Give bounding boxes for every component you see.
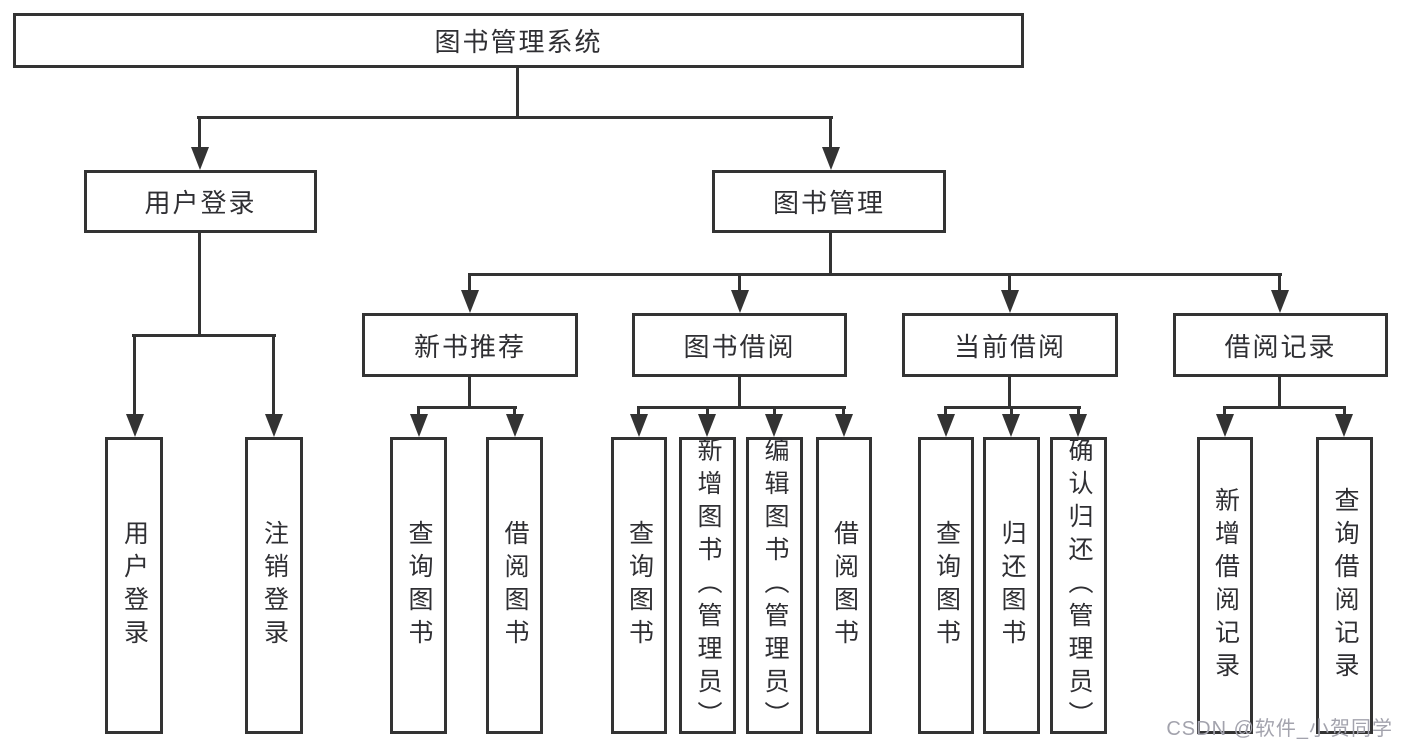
connector-line	[773, 406, 776, 418]
node-user-login: 用户登录	[84, 170, 317, 233]
arrow-down-icon	[1069, 414, 1087, 437]
connector-line	[272, 337, 275, 416]
connector-line	[706, 406, 709, 418]
node-label: 查询图书	[405, 519, 433, 652]
arrow-down-icon	[765, 414, 783, 437]
leaf-borrow-books-borrowing: 借阅图书	[816, 437, 872, 734]
node-label: 用户登录	[144, 188, 257, 218]
connector-line	[513, 406, 516, 418]
node-label: 查询图书	[625, 519, 654, 652]
node-label: 编辑图书（管理员）	[761, 437, 789, 734]
node-current-borrowing: 当前借阅	[902, 313, 1118, 377]
leaf-query-books-borrowing: 查询图书	[611, 437, 667, 734]
arrow-down-icon	[698, 414, 716, 437]
node-label: 当前借阅	[953, 331, 1066, 362]
connector-line	[738, 276, 741, 292]
node-label: 图书管理系统	[434, 27, 603, 57]
node-book-borrowing: 图书借阅	[632, 313, 847, 377]
leaf-confirm-return-admin: 确认归还（管理员）	[1050, 437, 1107, 734]
arrow-down-icon	[1002, 414, 1020, 437]
arrow-down-icon	[1001, 290, 1019, 313]
arrow-down-icon	[937, 414, 955, 437]
arrow-down-icon	[265, 414, 283, 437]
node-new-book-recommend: 新书推荐	[362, 313, 578, 377]
connector-line	[1223, 406, 1346, 409]
connector-line	[1008, 377, 1011, 409]
csdn-watermark: CSDN @软件_小贺同学	[1166, 718, 1393, 740]
connector-line	[1278, 377, 1281, 409]
connector-line	[1343, 406, 1346, 418]
leaf-return-books: 归还图书	[983, 437, 1040, 734]
connector-line	[468, 276, 471, 292]
connector-line	[468, 377, 471, 409]
connector-line	[516, 68, 519, 119]
connector-line	[637, 406, 640, 418]
connector-line	[133, 337, 136, 416]
leaf-add-book-admin: 新增图书（管理员）	[679, 437, 736, 734]
arrow-down-icon	[1216, 414, 1234, 437]
node-label: 借阅记录	[1224, 331, 1337, 362]
leaf-borrow-books-recommend: 借阅图书	[486, 437, 543, 734]
leaf-edit-book-admin: 编辑图书（管理员）	[746, 437, 803, 734]
leaf-query-borrow-record: 查询借阅记录	[1316, 437, 1373, 734]
node-borrowing-records: 借阅记录	[1173, 313, 1388, 377]
node-label: 借阅图书	[501, 519, 529, 652]
node-label: 查询借阅记录	[1331, 486, 1359, 685]
node-label: 借阅图书	[830, 519, 859, 652]
leaf-user-login: 用户登录	[105, 437, 163, 734]
connector-line	[417, 406, 420, 418]
connector-line	[637, 406, 846, 409]
node-label: 用户登录	[120, 519, 149, 652]
connector-line	[198, 233, 201, 337]
node-label: 新书推荐	[413, 331, 526, 362]
arrow-down-icon	[835, 414, 853, 437]
node-label: 注销登录	[260, 519, 289, 652]
leaf-query-books-recommend: 查询图书	[390, 437, 447, 734]
connector-line	[829, 233, 832, 276]
leaf-logout: 注销登录	[245, 437, 303, 734]
leaf-add-borrow-record: 新增借阅记录	[1197, 437, 1253, 734]
arrow-down-icon	[191, 147, 209, 170]
arrow-down-icon	[1335, 414, 1353, 437]
connector-line	[842, 406, 845, 418]
node-label: 新增图书（管理员）	[694, 437, 722, 734]
connector-line	[132, 334, 276, 337]
connector-line	[1077, 406, 1080, 418]
connector-line	[198, 119, 201, 149]
connector-line	[1278, 276, 1281, 292]
node-label: 归还图书	[998, 519, 1026, 652]
node-label: 图书借阅	[683, 331, 796, 362]
connector-line	[468, 273, 1282, 276]
arrow-down-icon	[822, 147, 840, 170]
leaf-query-books-current: 查询图书	[918, 437, 974, 734]
arrow-down-icon	[126, 414, 144, 437]
arrow-down-icon	[1271, 290, 1289, 313]
connector-line	[197, 116, 833, 119]
connector-line	[1010, 406, 1013, 418]
connector-line	[417, 406, 517, 409]
node-label: 查询图书	[932, 519, 961, 652]
node-book-management: 图书管理	[712, 170, 946, 233]
arrow-down-icon	[410, 414, 428, 437]
arrow-down-icon	[731, 290, 749, 313]
connector-line	[944, 406, 947, 418]
connector-line	[829, 119, 832, 149]
node-label: 确认归还（管理员）	[1065, 437, 1093, 734]
arrow-down-icon	[461, 290, 479, 313]
arrow-down-icon	[506, 414, 524, 437]
connector-line	[738, 377, 741, 409]
arrow-down-icon	[630, 414, 648, 437]
node-root: 图书管理系统	[13, 13, 1024, 68]
node-label: 新增借阅记录	[1211, 486, 1240, 685]
connector-line	[1223, 406, 1226, 418]
node-label: 图书管理	[772, 188, 885, 218]
connector-line	[1008, 276, 1011, 292]
